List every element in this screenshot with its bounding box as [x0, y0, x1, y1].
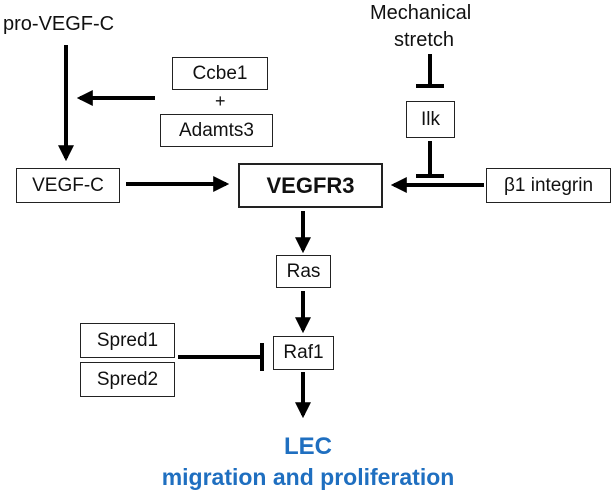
- raf1-box: Raf1: [273, 336, 334, 370]
- inhibition-stretch-ilk: [416, 54, 444, 88]
- mechanical-stretch-line2: stretch: [394, 29, 455, 51]
- outcome-subtitle: migration and proliferation: [161, 464, 455, 490]
- pro-vegf-c-label: pro-VEGF-C: [3, 13, 115, 35]
- outcome-title: LEC: [284, 433, 332, 460]
- spred2-box: Spred2: [80, 362, 175, 397]
- spred1-box: Spred1: [80, 323, 175, 358]
- ccbe1-box: Ccbe1: [172, 57, 268, 90]
- inhibition-spred-raf1: [178, 343, 264, 371]
- inhibition-ilk-vegfr3-signal: [416, 141, 444, 178]
- b1-integrin-box: β1 integrin: [486, 168, 611, 203]
- plus-sign: +: [215, 91, 226, 111]
- vegfr3-box: VEGFR3: [238, 163, 383, 208]
- vegf-c-box: VEGF-C: [16, 168, 120, 203]
- mechanical-stretch-line1: Mechanical: [370, 2, 472, 24]
- ilk-box: Ilk: [406, 101, 455, 138]
- ras-box: Ras: [276, 255, 331, 288]
- adamts3-box: Adamts3: [160, 114, 273, 147]
